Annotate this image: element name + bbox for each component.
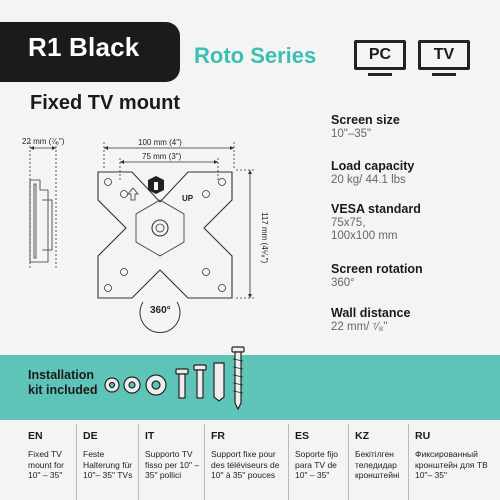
spec-vesa: VESA standard 75x75, 100x100 mm xyxy=(331,202,421,243)
spec-value: 75x75, 100x100 mm xyxy=(331,217,398,242)
spec-screen-size: Screen size 10"–35" xyxy=(331,113,400,141)
header-banner xyxy=(0,22,180,82)
up-label: UP xyxy=(182,194,194,203)
product-subtitle: Fixed TV mount xyxy=(30,92,180,114)
washer-large-icon xyxy=(145,374,167,396)
hole-100-tl xyxy=(104,178,112,186)
spec-label: Screen rotation xyxy=(331,262,423,276)
lang-text: Бекітілген теледидар кронштейні xyxy=(355,449,400,480)
pc-label: PC xyxy=(368,46,392,63)
side-profile-arm xyxy=(42,199,53,251)
spec-label: Load capacity xyxy=(331,159,415,173)
lang-text: Support fixe pour des téléviseurs de 10"… xyxy=(211,449,280,480)
lang-code: IT xyxy=(145,430,155,442)
lang-code: DE xyxy=(83,430,98,442)
up-arrow-icon xyxy=(127,187,139,201)
rotation-arc-icon xyxy=(139,301,181,333)
pc-stand xyxy=(368,73,392,76)
hole-75-bl xyxy=(120,268,128,276)
tv-badge: TV xyxy=(418,40,470,70)
kit-label: Installation kit included xyxy=(28,368,97,398)
screw-medium-icon xyxy=(193,364,207,399)
brand-logo-icon xyxy=(148,176,164,194)
lang-it: IT Supporto TV fisso per 10" – 35" polli… xyxy=(138,424,204,500)
kit-parts-illustration xyxy=(104,346,245,411)
lang-text: Фиксированный кронштейн для ТВ 10"– 35" xyxy=(415,449,488,480)
width-75-label: 75 mm (3") xyxy=(142,152,182,161)
lang-kz: KZ Бекітілген теледидар кронштейні xyxy=(348,424,408,500)
lang-ru: RU Фиксированный кронштейн для ТВ 10"– 3… xyxy=(408,424,496,500)
spec-wall-distance: Wall distance 22 mm/ ⁷⁄₈" xyxy=(331,306,410,334)
side-profile-bracket xyxy=(29,179,49,263)
lang-code: EN xyxy=(28,430,43,442)
spec-label: Wall distance xyxy=(331,306,411,320)
height-117-label: 117 mm (4⁵⁄₈") xyxy=(260,212,269,263)
hexagon-hub xyxy=(135,199,185,257)
spec-load-capacity: Load capacity 20 kg/ 44.1 lbs xyxy=(331,159,414,187)
rotation-label: 360° xyxy=(150,305,171,316)
wall-anchor-icon xyxy=(213,362,225,402)
center-hole-inner xyxy=(155,223,165,233)
washer-small-icon xyxy=(104,377,120,393)
screw-short-icon xyxy=(175,368,189,399)
lang-de: DE Feste Halterung für 10"– 35" TVs xyxy=(76,424,138,500)
spec-value: 10"–35" xyxy=(331,128,372,140)
kit-label-line2: kit included xyxy=(28,383,98,397)
spec-value: 20 kg/ 44.1 lbs xyxy=(331,174,406,186)
hole-100-br xyxy=(218,284,226,292)
center-hole xyxy=(151,219,169,237)
lang-fr: FR Support fixe pour des téléviseurs de … xyxy=(204,424,288,500)
hole-75-tl xyxy=(120,190,128,198)
kit-band xyxy=(0,355,500,420)
mount-diagram: 22 mm (⁷⁄₈") 100 mm (4") 75 mm (3") 117 … xyxy=(22,137,269,333)
spec-value: 360° xyxy=(331,277,355,289)
lang-es: ES Soporte fijo para TV de 10" – 35" xyxy=(288,424,348,500)
hole-75-tr xyxy=(202,190,210,198)
lang-en: EN Fixed TV mount for 10" – 35" xyxy=(22,424,76,500)
tv-label: TV xyxy=(433,46,455,63)
lang-text: Fixed TV mount for 10" – 35" xyxy=(28,449,64,480)
spec-label: Screen size xyxy=(331,113,400,127)
product-title: R1 Black xyxy=(28,32,140,62)
hole-100-bl xyxy=(104,284,112,292)
washer-medium-icon xyxy=(123,376,141,394)
spec-label: VESA standard xyxy=(331,202,421,216)
vesa-plate xyxy=(97,171,233,299)
hole-75-br xyxy=(202,268,210,276)
width-100-label: 100 mm (4") xyxy=(138,138,182,147)
spec-rotation: Screen rotation 360° xyxy=(331,262,423,290)
lang-code: RU xyxy=(415,430,431,442)
lang-code: FR xyxy=(211,430,225,442)
lang-text: Soporte fijo para TV de 10" – 35" xyxy=(295,449,338,480)
spec-value: 22 mm/ ⁷⁄₈" xyxy=(331,321,388,333)
pc-badge: PC xyxy=(354,40,406,70)
hole-100-tr xyxy=(218,178,226,186)
lang-text: Feste Halterung für 10"– 35" TVs xyxy=(83,449,133,480)
long-screw-icon xyxy=(231,346,245,411)
lang-text: Supporto TV fisso per 10" – 35" pollici xyxy=(145,449,200,480)
lang-code: KZ xyxy=(355,430,369,442)
side-width-label: 22 mm (⁷⁄₈") xyxy=(22,137,65,146)
lang-code: ES xyxy=(295,430,310,442)
tv-stand xyxy=(432,73,456,76)
kit-label-line1: Installation xyxy=(28,368,94,382)
language-strip: EN Fixed TV mount for 10" – 35" DE Feste… xyxy=(0,424,500,500)
side-profile-wall-plate xyxy=(33,183,37,259)
series-title: Roto Series xyxy=(194,43,317,68)
